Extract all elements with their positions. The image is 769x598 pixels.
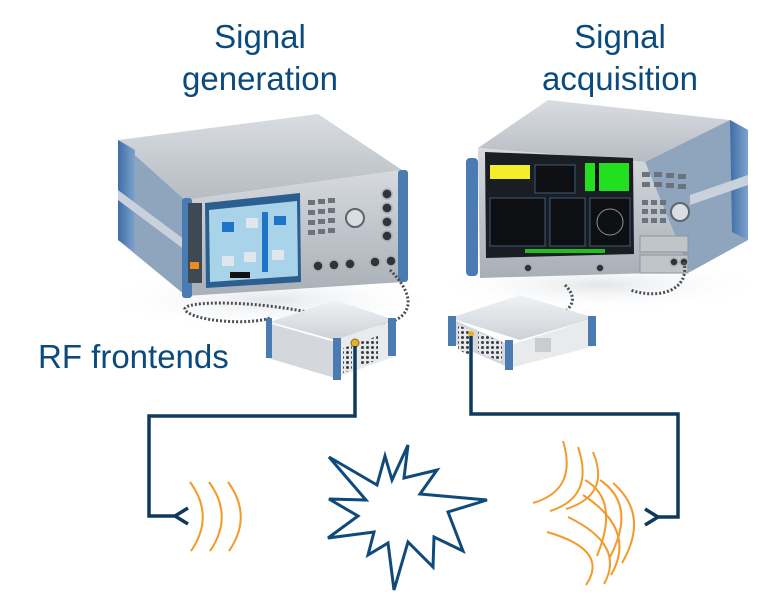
rf-frontend-rx (448, 295, 596, 370)
rx-connector-line (469, 336, 680, 519)
rx-antenna-arrow-icon (644, 507, 662, 527)
signal-generator-instrument (100, 114, 440, 330)
signal-analyzer-instrument (430, 100, 769, 311)
connector-lines (147, 336, 680, 519)
front-handle-right (398, 170, 408, 282)
signal-generation-label: Signal generation (160, 16, 360, 100)
front-handle-left (466, 158, 478, 276)
rf-frontends-label: RF frontends (38, 338, 229, 375)
cable-analyzer (554, 283, 574, 320)
rf-connector (468, 331, 474, 337)
signal-acquisition-label: Signal acquisition (520, 16, 720, 100)
rotary-knob (670, 202, 690, 222)
analyzer-screen (485, 152, 634, 258)
interference-starburst-icon (327, 444, 488, 591)
rf-connector (350, 338, 360, 348)
tx-connector-line (147, 346, 357, 518)
generator-screen (205, 193, 301, 288)
tx-antenna-arrow-icon (171, 506, 189, 526)
signal-generation-line2: generation (182, 60, 338, 97)
rf-frontend-tx (266, 300, 396, 380)
signal-acquisition-line2: acquisition (542, 60, 698, 97)
signal-generation-line1: Signal (214, 18, 306, 55)
tx-radio-waves-icon (189, 481, 242, 552)
rx-scattered-waves-icon (532, 440, 635, 586)
rotary-knob (345, 208, 365, 228)
signal-acquisition-line1: Signal (574, 18, 666, 55)
